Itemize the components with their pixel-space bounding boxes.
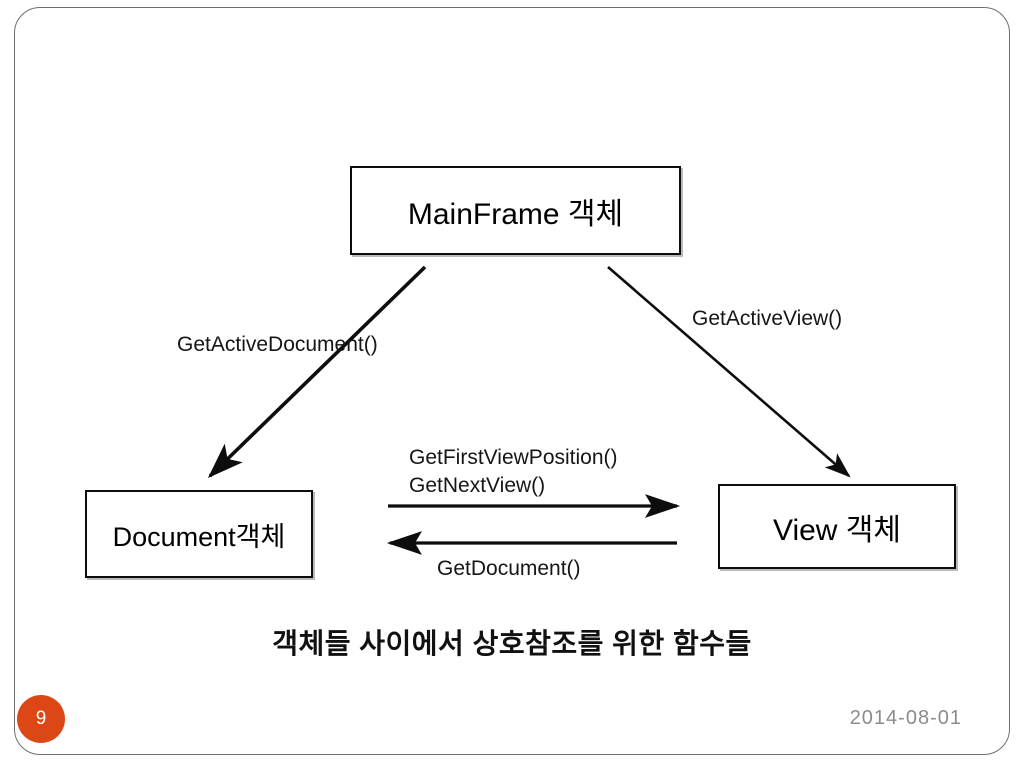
node-view-label: View 객체 bbox=[772, 513, 902, 547]
arrow-mainframe-to-view bbox=[607, 266, 851, 478]
edge-label-get-active-document: GetActiveDocument() bbox=[177, 333, 378, 356]
node-view[interactable]: View 객체 bbox=[718, 484, 956, 569]
node-document-label: Document객체 bbox=[112, 521, 286, 552]
slide-border-frame bbox=[14, 7, 1010, 755]
slide-caption: 객체들 사이에서 상호참조를 위한 함수들 bbox=[272, 628, 752, 659]
node-mainframe-label: MainFrame 객체 bbox=[407, 197, 624, 231]
edge-label-get-next-view: GetNextView() bbox=[409, 474, 546, 497]
footer-date: 2014-08-01 bbox=[849, 707, 962, 729]
node-document[interactable]: Document객체 bbox=[85, 490, 313, 578]
edge-label-get-active-view: GetActiveView() bbox=[692, 307, 843, 330]
arrow-mainframe-to-document bbox=[207, 265, 427, 479]
page-number-badge: 9 bbox=[17, 695, 65, 743]
page-number-text: 9 bbox=[35, 708, 47, 729]
node-mainframe[interactable]: MainFrame 객체 bbox=[350, 166, 681, 255]
edge-label-get-document: GetDocument() bbox=[437, 557, 581, 580]
edge-label-get-first-view-position: GetFirstViewPosition() bbox=[409, 446, 618, 469]
